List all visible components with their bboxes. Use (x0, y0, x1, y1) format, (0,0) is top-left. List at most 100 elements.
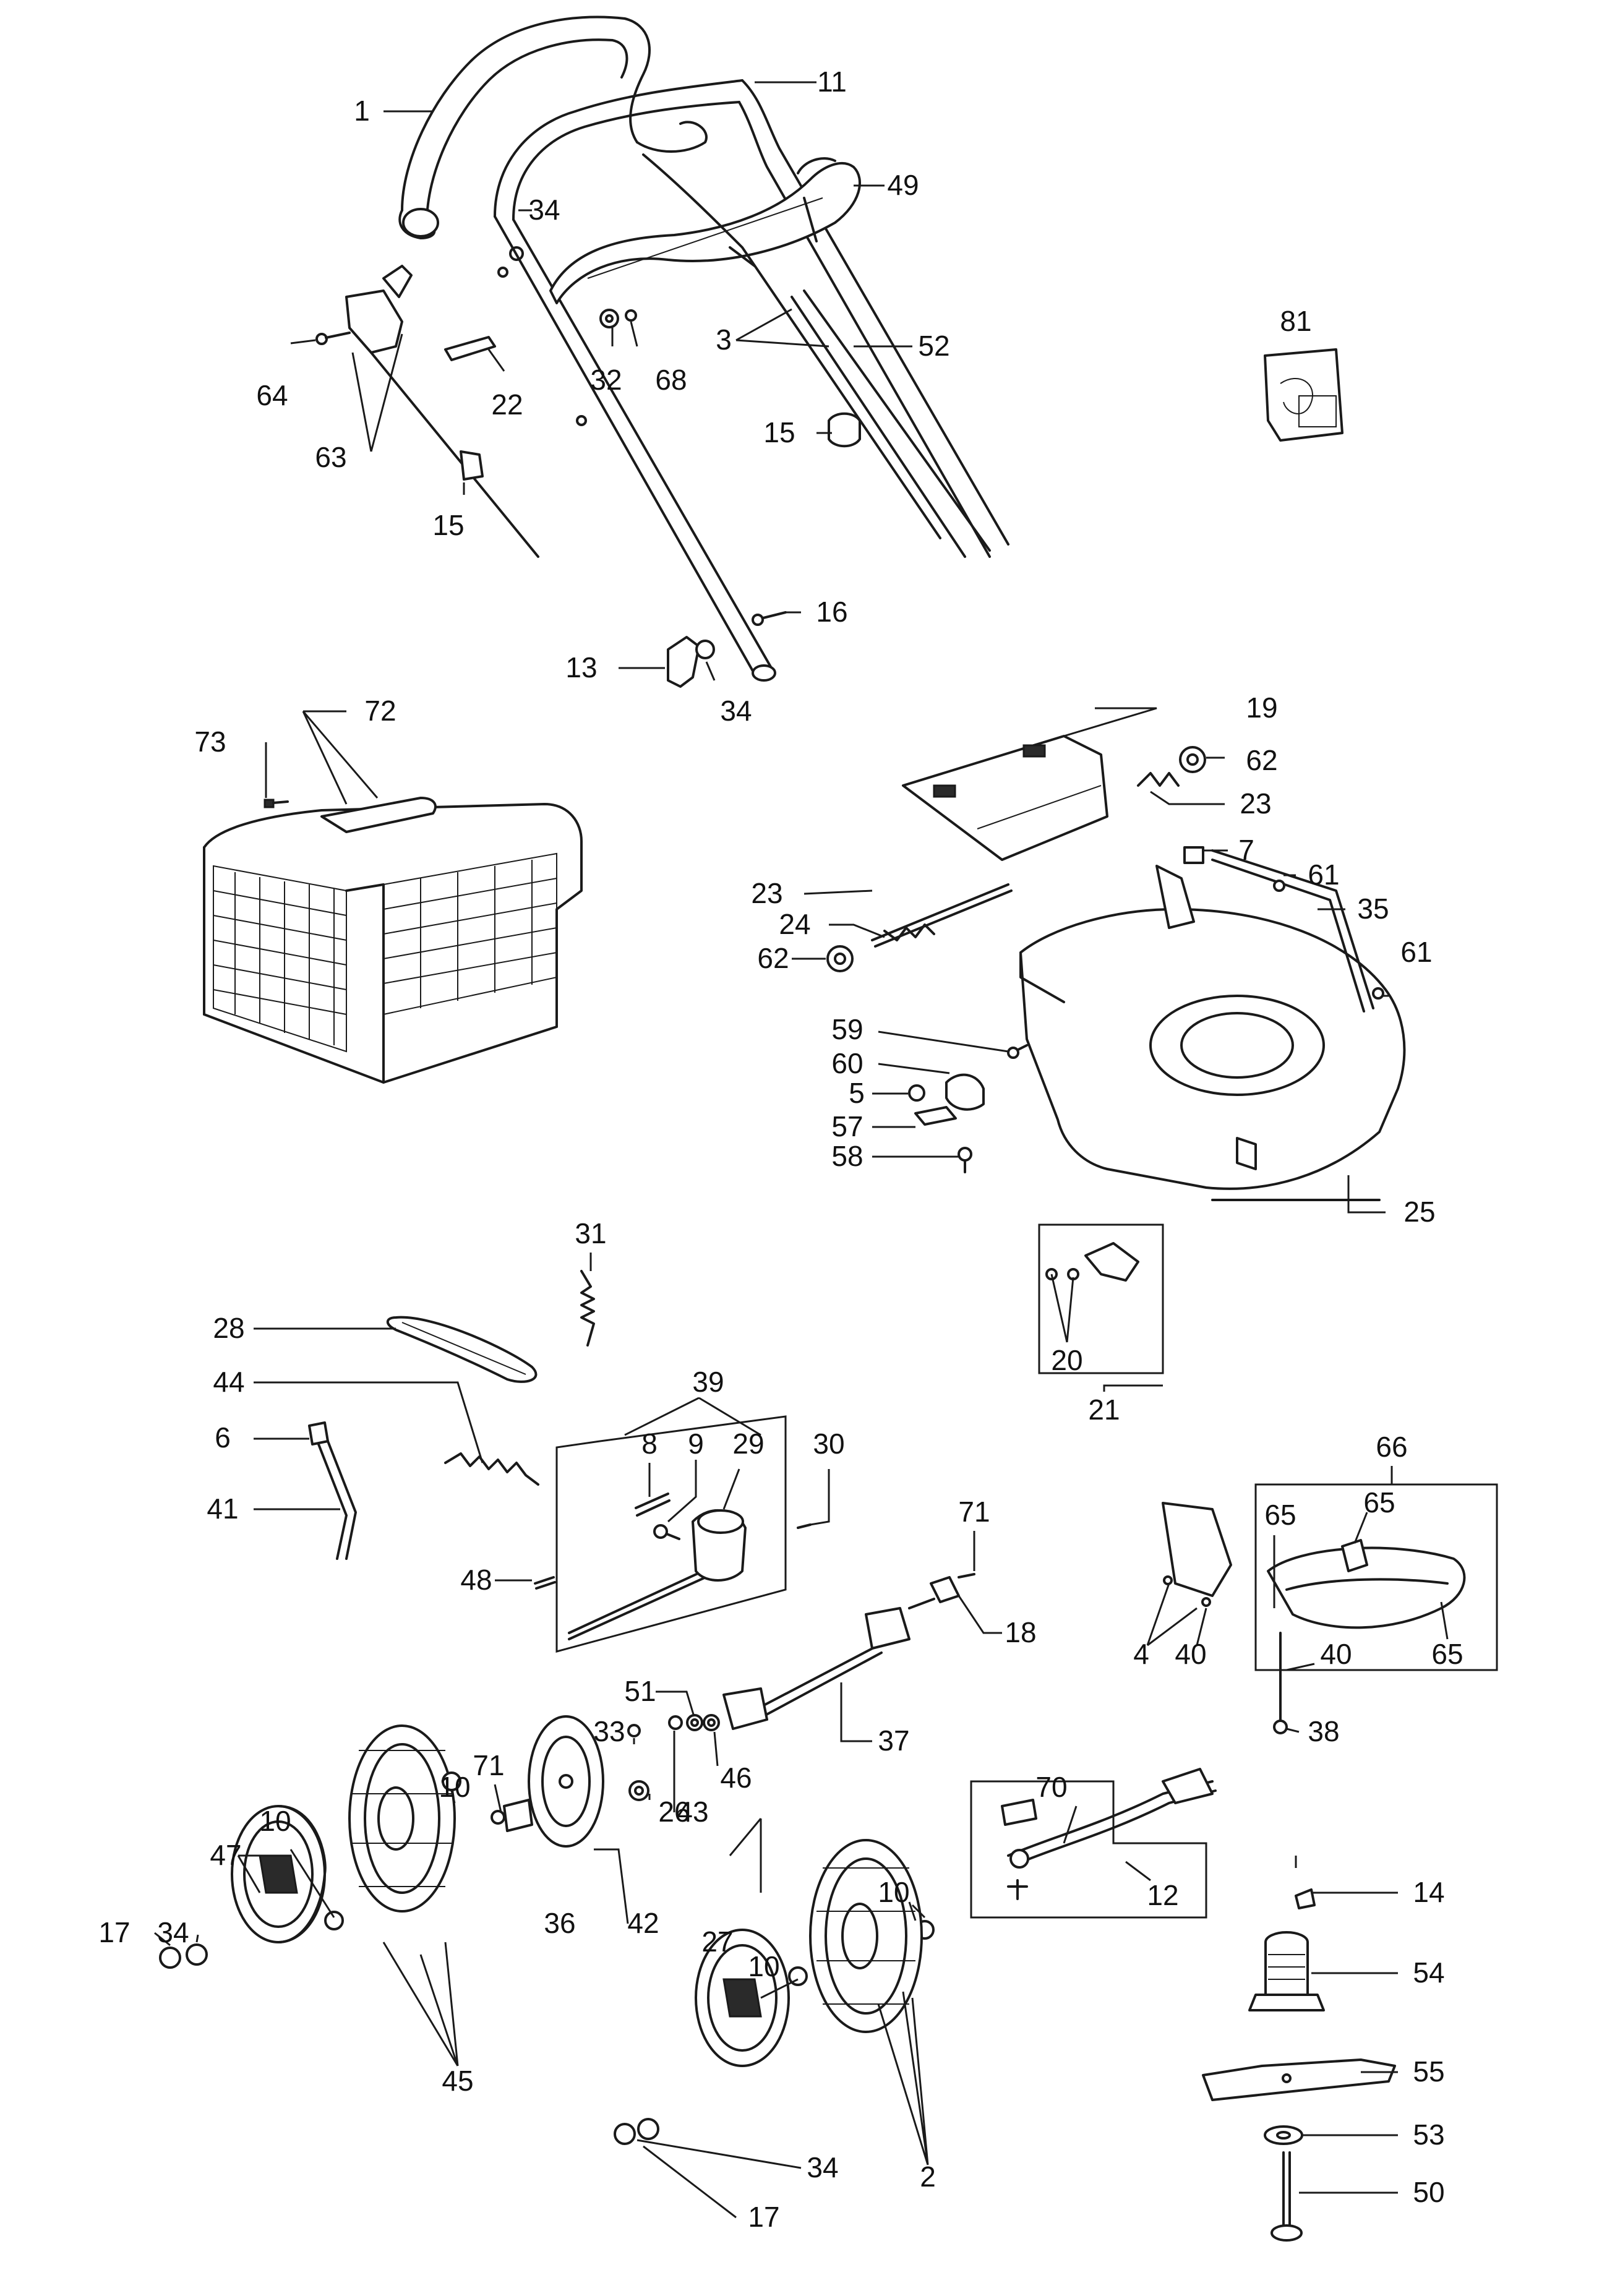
bracket-part-4 (1162, 1502, 1232, 1607)
callout-36: 36 (544, 1907, 575, 1939)
rear-axle-part-37 (722, 1598, 935, 1730)
callout-65: 65 (1431, 1638, 1463, 1670)
callout-40: 40 (1320, 1638, 1352, 1670)
callout-5: 5 (849, 1077, 865, 1109)
callout-2: 2 (920, 2161, 936, 2193)
callout-10: 10 (748, 1950, 779, 1982)
callout-61: 61 (1400, 936, 1432, 968)
hubcap-right-part-27 (695, 1929, 790, 2067)
callout-53: 53 (1413, 2118, 1444, 2151)
deck-part-25 (1019, 865, 1406, 1201)
callout-49: 49 (887, 169, 919, 201)
callout-11: 11 (817, 66, 847, 98)
callout-21: 21 (1088, 1394, 1120, 1426)
callout-54: 54 (1413, 1956, 1444, 1989)
blade-adapter-part-54 (1248, 1931, 1325, 2011)
callout-34: 34 (157, 1916, 189, 1948)
pinion-part-36-71 (491, 1799, 533, 1832)
deck-rod-part-35 (1211, 849, 1384, 1013)
callout-42: 42 (627, 1907, 659, 1939)
callout-40: 40 (1175, 1638, 1206, 1670)
rear-deflector-part-19 (902, 735, 1108, 861)
leader-lines (154, 81, 1449, 2219)
callout-15: 15 (763, 416, 795, 448)
callout-41: 41 (207, 1493, 238, 1525)
callout-65: 65 (1363, 1486, 1395, 1519)
lower-handle-frame-part-11 (494, 79, 1009, 682)
callout-45: 45 (442, 2065, 473, 2097)
callout-34: 34 (807, 2151, 838, 2183)
callout-43: 43 (677, 1796, 708, 1828)
callout-38: 38 (1308, 1715, 1339, 1747)
callout-3: 3 (716, 323, 732, 356)
rear-wheel-left-part-45 (348, 1724, 456, 1913)
springs-part-23 (1137, 772, 1180, 787)
callout-32: 32 (590, 364, 622, 396)
blade-bolt-part-50 (1271, 2151, 1303, 2242)
callout-72: 72 (364, 695, 396, 727)
callout-61: 61 (1308, 859, 1339, 891)
callout-labels: 1 11 34 49 3 52 81 32 68 64 22 63 15 15 … (98, 66, 1463, 2233)
callout-50: 50 (1413, 2176, 1444, 2208)
callout-33: 33 (593, 1715, 625, 1747)
callout-59: 59 (831, 1013, 863, 1045)
upper-handle-part-1 (398, 15, 708, 239)
callout-48: 48 (460, 1564, 492, 1596)
height-adjust-parts (908, 1044, 1028, 1173)
callout-25: 25 (1403, 1196, 1435, 1228)
callout-10: 10 (439, 1771, 470, 1803)
bowden-cables-part-3 (642, 153, 991, 558)
callout-20: 20 (1051, 1344, 1082, 1376)
nuts-part-62 (826, 746, 1206, 972)
callout-10: 10 (878, 1876, 909, 1908)
callout-30: 30 (813, 1428, 844, 1460)
callout-19: 19 (1246, 692, 1277, 724)
callout-35: 35 (1357, 893, 1389, 925)
callout-65: 65 (1264, 1499, 1296, 1531)
callout-23: 23 (751, 877, 782, 909)
callout-22: 22 (491, 388, 523, 421)
callout-55: 55 (1413, 2055, 1444, 2088)
small-parts-upper (315, 246, 861, 688)
callout-15: 15 (432, 509, 464, 541)
blade-part-55 (1202, 2058, 1396, 2101)
spring-part-31 (580, 1270, 595, 1347)
catcher-screw-part-73 (264, 799, 289, 808)
callout-13: 13 (565, 651, 597, 683)
hubcap-left-part-47 (231, 1805, 327, 1943)
small-drive-parts (627, 1714, 720, 1737)
key-part-14 (1295, 1888, 1316, 1909)
callout-23: 23 (1240, 787, 1271, 820)
callout-34: 34 (720, 695, 752, 727)
throttle-control-part-63 (345, 265, 539, 558)
callout-70: 70 (1035, 1771, 1067, 1803)
callout-66: 66 (1376, 1431, 1407, 1463)
callout-10: 10 (259, 1805, 291, 1837)
callout-26: 26 (658, 1796, 690, 1828)
callout-71: 71 (958, 1496, 990, 1528)
callout-81: 81 (1280, 305, 1311, 337)
callout-62: 62 (757, 942, 789, 974)
callout-18: 18 (1005, 1616, 1036, 1648)
label-part-81 (1264, 348, 1343, 442)
plug-part-7 (1183, 846, 1204, 864)
callout-73: 73 (194, 726, 226, 758)
washer-part-26 (628, 1780, 649, 1801)
callout-68: 68 (655, 364, 687, 396)
lever-part-6-41 (308, 1421, 357, 1560)
grass-catcher-part-72 (203, 797, 583, 1084)
callout-44: 44 (213, 1366, 244, 1398)
callout-6: 6 (215, 1421, 231, 1454)
callout-12: 12 (1147, 1879, 1178, 1911)
callout-14: 14 (1413, 1876, 1444, 1908)
belt-part-28 (386, 1316, 538, 1383)
callout-16: 16 (816, 596, 847, 628)
spring-part-44 (444, 1452, 539, 1486)
callout-27: 27 (701, 1925, 733, 1958)
callout-64: 64 (256, 379, 288, 411)
long-screw-part-38 (1273, 1632, 1288, 1734)
callout-39: 39 (692, 1366, 724, 1398)
callout-62: 62 (1246, 744, 1277, 776)
callout-17: 17 (98, 1916, 130, 1948)
washer-part-53 (1264, 2125, 1303, 2145)
